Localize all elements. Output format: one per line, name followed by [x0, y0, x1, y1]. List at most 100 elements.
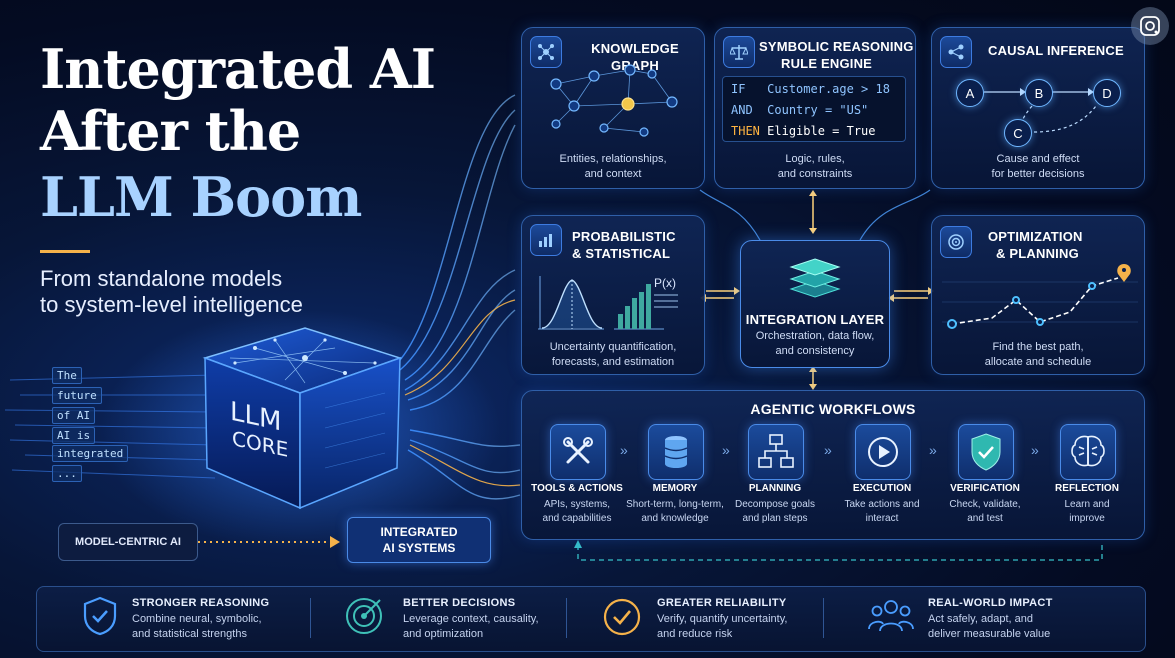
knowledge-graph-diagram: [550, 64, 678, 137]
benefit-title-impact: REAL-WORLD IMPACT: [928, 597, 1053, 609]
chevron-right-icon: »: [929, 442, 937, 458]
agent-step-reflection: [1060, 424, 1116, 480]
benefit-desc-reliability-2: and reduce risk: [657, 628, 733, 640]
code-word: The: [52, 367, 82, 384]
causal-diagram-edges: [984, 88, 1097, 133]
causal-node-a: A: [956, 79, 984, 107]
lens-icon: [1140, 16, 1160, 36]
distribution-chart: [538, 276, 664, 330]
agent-desc-verification-2: and test: [967, 513, 1003, 524]
agent-desc-execution-2: interact: [865, 513, 899, 524]
causal-node-b: B: [1025, 79, 1053, 107]
benefit-desc-reasoning-2: and statistical strengths: [132, 628, 247, 640]
agent-desc-verification-1: Check, validate,: [949, 499, 1021, 510]
benefit-desc-reasoning-1: Combine neural, symbolic,: [132, 613, 262, 625]
divider: [566, 598, 567, 638]
path-chart: [942, 264, 1138, 329]
agent-step-planning: [748, 424, 804, 480]
agent-step-tools: [550, 424, 606, 480]
probabilistic-desc-2: forecasts, and estimation: [551, 356, 675, 368]
integration-layer-card: INTEGRATION LAYER Orchestration, data fl…: [740, 240, 890, 368]
divider: [823, 598, 824, 638]
chevron-right-icon: »: [620, 442, 628, 458]
network-icon: [940, 36, 972, 68]
knowledge-graph-title: KNOWLEDGE GRAPH: [591, 41, 679, 73]
optimization-title-1: OPTIMIZATION: [988, 229, 1083, 244]
agent-title-verification: VERIFICATION: [950, 483, 1020, 494]
agent-desc-tools-2: and capabilities: [542, 513, 612, 524]
lens-search-button[interactable]: [1131, 7, 1169, 45]
chevron-right-icon: »: [824, 442, 832, 458]
bar-chart-icon: [530, 224, 562, 256]
page-title-line-3: LLM Boom: [40, 165, 362, 229]
rule-line: THEN Eligible = True: [731, 121, 905, 142]
llm-core-cube: [202, 327, 403, 510]
rule-expression: Customer.age > 18: [767, 82, 890, 96]
causal-node-c: C: [1004, 119, 1032, 147]
agent-desc-execution-1: Take actions and: [844, 499, 920, 510]
symbolic-desc-2: and constraints: [777, 168, 853, 180]
causal-title: CAUSAL INFERENCE: [988, 43, 1124, 58]
symbolic-title-1: SYMBOLIC REASONING: [759, 39, 914, 54]
model-centric-label: MODEL-CENTRIC AI: [75, 536, 181, 548]
hierarchy-icon: [758, 434, 794, 468]
agent-desc-planning-2: and plan steps: [742, 513, 808, 524]
optimization-card: OPTIMIZATION & PLANNING Find the best pa…: [931, 215, 1145, 375]
causal-node-d: D: [1093, 79, 1121, 107]
graph-icon: [530, 36, 562, 68]
agent-title-execution: EXECUTION: [852, 483, 912, 494]
benefit-title-decisions: BETTER DECISIONS: [403, 597, 516, 609]
subtitle-line-1: From standalone models: [40, 266, 283, 291]
agent-step-execution: [855, 424, 911, 480]
page-title-line-2: After the: [40, 99, 301, 163]
target-icon: [346, 598, 382, 634]
agent-step-verification: [958, 424, 1014, 480]
rule-keyword: THEN: [731, 124, 760, 138]
rule-expression: Country = "US": [767, 103, 869, 117]
layers-icon: [789, 258, 841, 298]
agent-desc-memory-1: Short-term, long-term,: [626, 499, 724, 510]
rule-keyword: AND: [731, 103, 753, 117]
rule-keyword: IF: [731, 82, 746, 96]
symbolic-desc-1: Logic, rules,: [785, 153, 845, 165]
rule-line: IF Customer.age > 18: [731, 79, 905, 100]
rule-line: AND Country = "US": [731, 100, 905, 121]
scale-icon: [723, 36, 755, 68]
subtitle-line-2: to system-level intelligence: [40, 292, 303, 317]
code-word: future: [52, 387, 102, 404]
benefit-title-reasoning: STRONGER REASONING: [132, 597, 270, 609]
agent-title-reflection: REFLECTION: [1055, 483, 1119, 494]
integration-desc-1: Orchestration, data flow,: [755, 330, 875, 342]
title-underline: [40, 250, 90, 253]
agent-desc-memory-2: and knowledge: [641, 513, 709, 524]
chevron-right-icon: »: [722, 442, 730, 458]
benefit-desc-impact-2: deliver measurable value: [928, 628, 1051, 640]
benefit-desc-impact-1: Act safely, adapt, and: [928, 613, 1033, 625]
shield-check-icon: [971, 433, 1001, 471]
knowledge-graph-card: KNOWLEDGE GRAPH Entities, relationships,…: [521, 27, 705, 189]
probabilistic-title-1: PROBABILISTIC: [572, 229, 676, 244]
knowledge-graph-desc-2: and context: [584, 168, 642, 180]
probabilistic-title-2: & STATISTICAL: [572, 246, 671, 261]
optimization-desc-1: Find the best path,: [992, 341, 1084, 353]
agentic-title: AGENTIC WORKFLOWS: [750, 401, 916, 417]
probabilistic-card: PROBABILISTIC & STATISTICAL P(x) Uncerta…: [521, 215, 705, 375]
chevron-right-icon: »: [1031, 442, 1039, 458]
code-word: AI is: [52, 427, 96, 444]
optimization-desc-2: allocate and schedule: [984, 356, 1092, 368]
agent-title-tools: TOOLS & ACTIONS: [531, 483, 623, 494]
px-lines: [654, 294, 678, 308]
benefits-bar: [36, 586, 1146, 652]
knowledge-graph-desc-1: Entities, relationships,: [559, 153, 667, 165]
agent-desc-planning-1: Decompose goals: [734, 499, 816, 510]
integration-title: INTEGRATION LAYER: [745, 312, 885, 327]
integrated-systems-pill: INTEGRATED AI SYSTEMS: [347, 517, 491, 563]
agent-desc-reflection-2: improve: [1069, 513, 1105, 524]
code-word: ...: [52, 465, 82, 482]
causal-desc-1: Cause and effect: [996, 153, 1080, 165]
integration-desc-2: and consistency: [775, 345, 855, 357]
agent-desc-tools-1: APIs, systems,: [543, 499, 611, 510]
model-centric-pill: MODEL-CENTRIC AI: [58, 523, 198, 561]
agent-title-memory: MEMORY: [652, 483, 698, 494]
